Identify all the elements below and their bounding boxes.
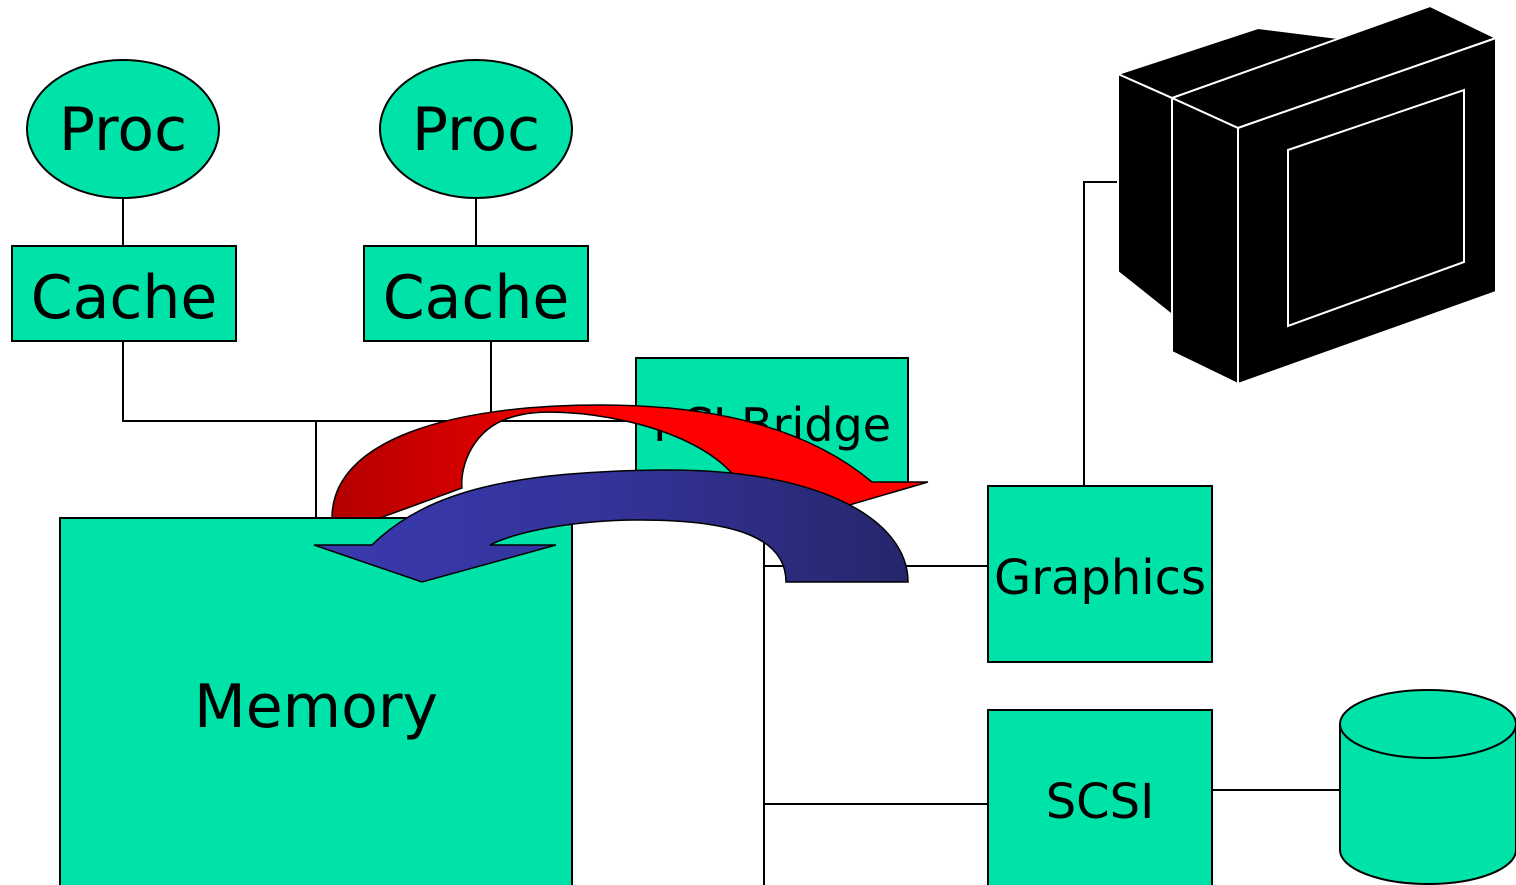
scsi-label: SCSI (1046, 774, 1155, 830)
scsi-controller: SCSI (987, 709, 1213, 885)
cache-1-label: Cache (31, 263, 218, 333)
arrow-io-to-memory (313, 469, 909, 583)
processor-2: Proc (379, 59, 573, 199)
memory-block: Memory (59, 517, 573, 885)
graphics-label: Graphics (994, 550, 1206, 606)
processor-1: Proc (26, 59, 220, 199)
arrow-memory-to-io (331, 404, 929, 519)
cache-2: Cache (363, 245, 589, 342)
processor-1-label: Proc (59, 95, 187, 165)
monitor-icon (1115, 4, 1499, 386)
graphics-controller: Graphics (987, 485, 1213, 663)
cache-2-label: Cache (383, 263, 570, 333)
processor-2-label: Proc (412, 95, 540, 165)
graphics-monitor-link (1083, 181, 1118, 486)
memory-label: Memory (194, 672, 438, 742)
disk-icon (1339, 689, 1516, 885)
cache-1: Cache (11, 245, 237, 342)
